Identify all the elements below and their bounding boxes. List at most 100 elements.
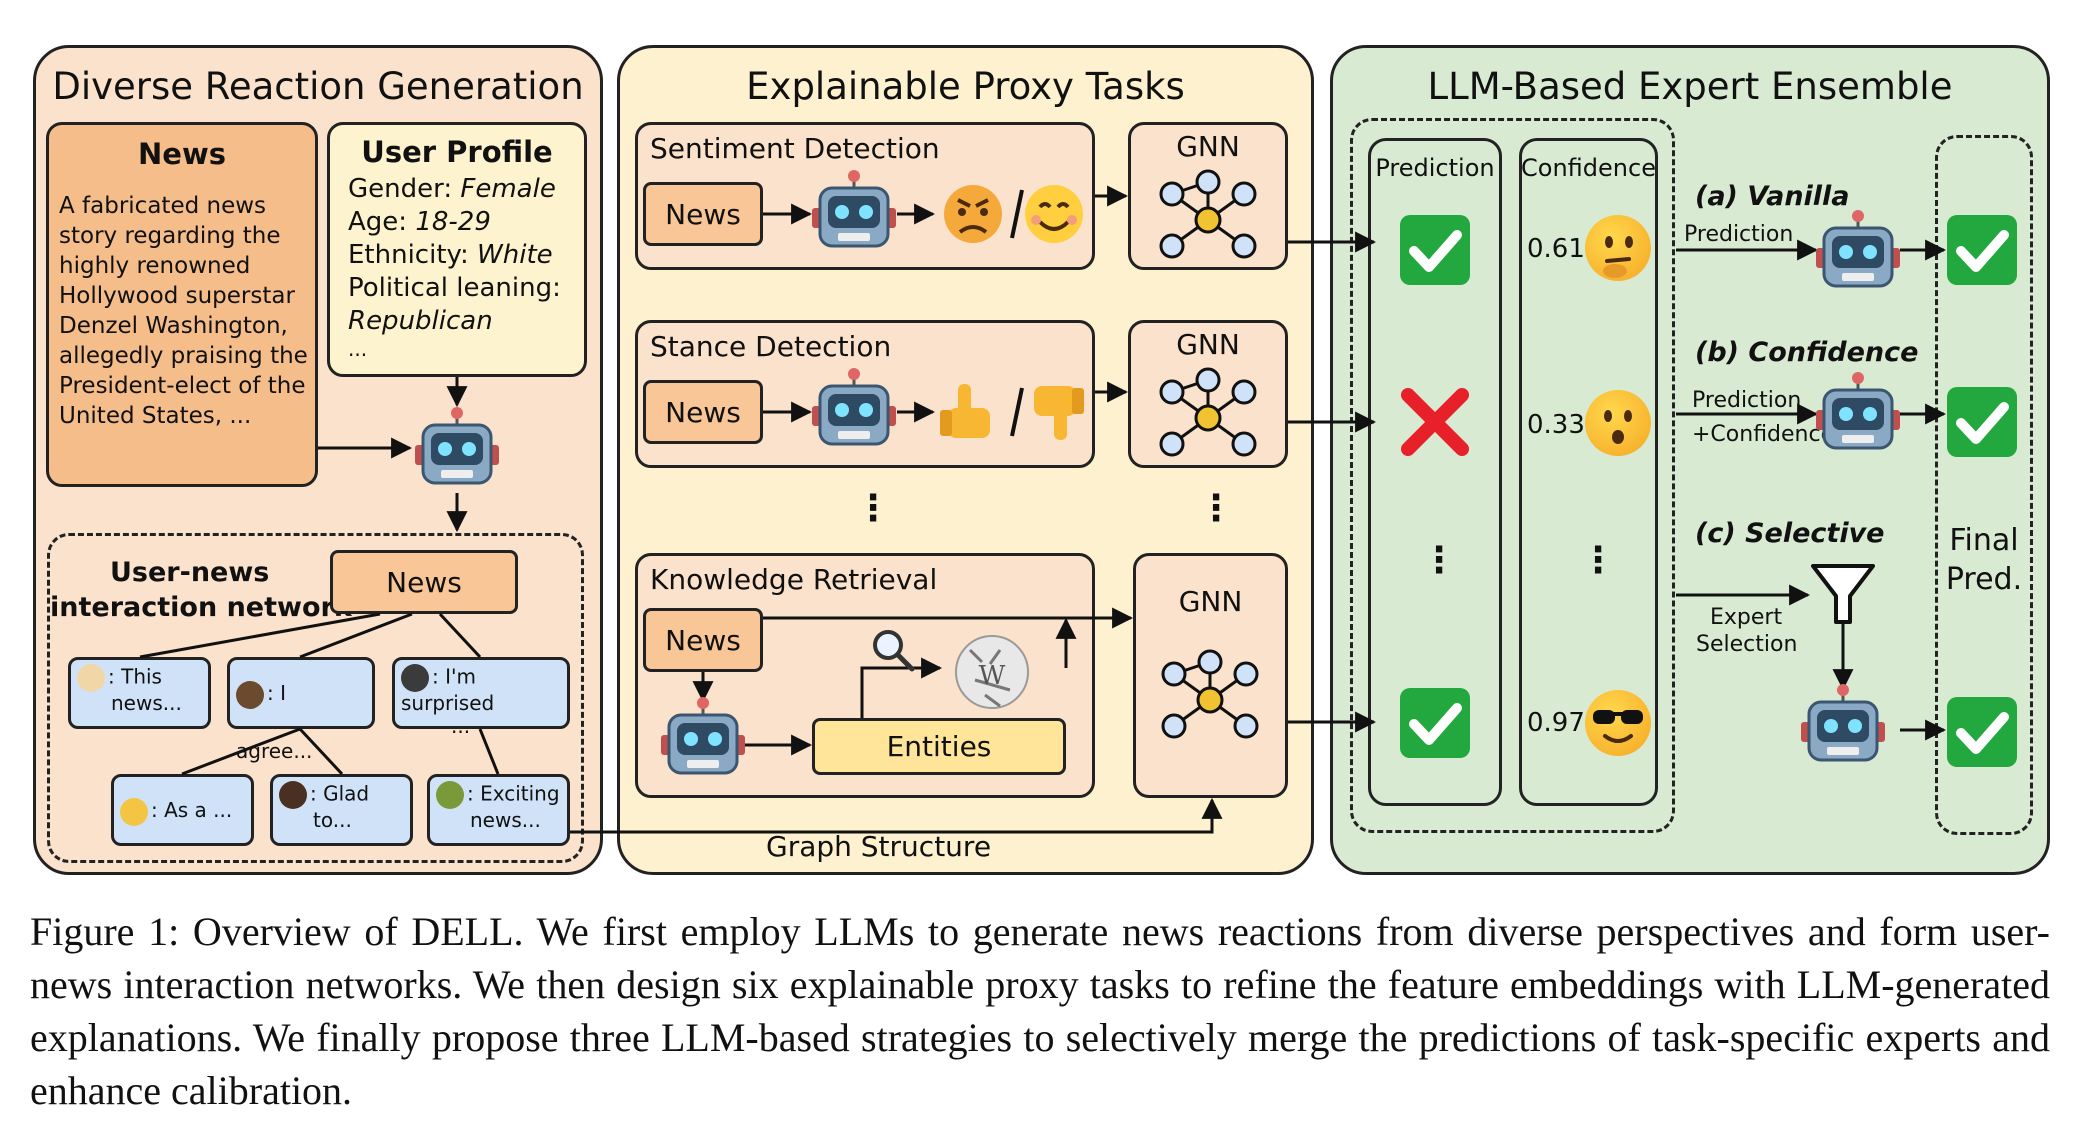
- confidence-header: Confidence: [1521, 154, 1656, 182]
- middle-panel-title: Explainable Proxy Tasks: [746, 65, 1185, 108]
- user-avatar-icon: [279, 781, 307, 809]
- thumbs-up-icon: [940, 384, 990, 438]
- slash-divider: [1010, 387, 1024, 437]
- smiling-face-icon: [1025, 185, 1083, 243]
- news-card-title: News: [138, 137, 226, 171]
- gnn-graph-icon: [1159, 169, 1257, 259]
- stance-news-node: News: [643, 380, 763, 444]
- ellipsis-prediction: ⋮: [1421, 540, 1457, 581]
- strategy-selective-arrow-text-1: Expert: [1710, 605, 1783, 630]
- gender-value: Female: [460, 174, 556, 204]
- check-icon: [1400, 215, 1470, 285]
- user-profile-title: User Profile: [361, 135, 553, 169]
- final-pred-line2: Pred.: [1945, 562, 2023, 597]
- entities-node: Entities: [812, 718, 1066, 775]
- user-avatar-icon: [236, 680, 264, 709]
- age-value: 18-29: [415, 207, 491, 237]
- check-icon: [1947, 697, 2017, 767]
- strategy-selective-label: (c) Selective: [1695, 518, 1885, 549]
- left-panel-title: Diverse Reaction Generation: [52, 65, 584, 108]
- angry-face-icon: [944, 185, 1002, 243]
- gnn-label-stance: GNN: [1176, 328, 1240, 361]
- user-node-6: : Exciting news...: [427, 774, 570, 846]
- check-icon: [1947, 215, 2017, 285]
- user-node-2: : I agree...: [227, 657, 375, 763]
- age-label: Age:: [348, 207, 408, 237]
- check-icon: [1400, 688, 1470, 758]
- ellipsis-middle-1: ⋮: [855, 488, 891, 529]
- sentiment-news-node: News: [643, 182, 763, 246]
- user-avatar-icon: [120, 797, 148, 826]
- network-label-line2: interaction network: [50, 592, 352, 623]
- ethnicity-label: Ethnicity:: [348, 240, 469, 270]
- robot-icon: [1814, 370, 1902, 450]
- user-avatar-icon: [436, 781, 464, 809]
- hushed-face-icon: [1585, 390, 1651, 456]
- gender-label: Gender:: [348, 174, 453, 204]
- confidence-column: [1519, 138, 1658, 806]
- user-node-3-text-2: ...: [451, 714, 471, 738]
- stance-task-title: Stance Detection: [650, 330, 892, 363]
- sunglasses-face-icon: [1585, 690, 1651, 756]
- strategy-vanilla-label: (a) Vanilla: [1695, 181, 1850, 212]
- right-panel-title: LLM-Based Expert Ensemble: [1427, 65, 1953, 108]
- network-news-node: News: [330, 550, 518, 614]
- user-node-3: : I'm surprised ...: [392, 657, 570, 738]
- robot-icon: [1799, 682, 1887, 762]
- prediction-column: [1368, 138, 1502, 806]
- prediction-header: Prediction: [1375, 154, 1495, 182]
- user-avatar-icon: [77, 664, 105, 692]
- filter-funnel-icon: [1811, 564, 1875, 624]
- confidence-value-3: 0.97: [1527, 708, 1585, 738]
- profile-fields: Gender: Female Age: 18-29 Ethnicity: Whi…: [348, 173, 561, 360]
- robot-icon: [659, 695, 747, 775]
- robot-icon: [810, 366, 898, 446]
- profile-more: ...: [348, 337, 368, 361]
- graph-structure-label: Graph Structure: [766, 830, 992, 863]
- cross-icon: [1400, 387, 1470, 457]
- user-node-6-text-2: news...: [470, 808, 541, 832]
- user-node-1-text-1: : This: [108, 664, 162, 689]
- user-profile-card: User Profile Gender: Female Age: 18-29 E…: [327, 122, 587, 377]
- interaction-network-region: [47, 533, 584, 863]
- user-node-3-text-1: : I'm surprised: [401, 664, 495, 715]
- ellipsis-middle-2: ⋮: [1198, 488, 1234, 529]
- gnn-label-sentiment: GNN: [1176, 130, 1240, 163]
- final-pred-line1: Final: [1949, 523, 2019, 558]
- robot-icon: [810, 168, 898, 248]
- strategy-confidence-arrow-text-2: +Confidence: [1692, 422, 1835, 447]
- user-node-5-text-1: : Glad: [310, 781, 370, 806]
- wikipedia-globe-icon: W: [955, 635, 1029, 709]
- ethnicity-value: White: [477, 240, 553, 270]
- final-prediction-region: [1935, 135, 2033, 835]
- news-card-text: A fabricated news story regarding the hi…: [59, 193, 308, 429]
- check-icon: [1947, 387, 2017, 457]
- strategy-confidence-label: (b) Confidence: [1695, 337, 1919, 368]
- gnn-graph-icon: [1161, 649, 1259, 739]
- strategy-vanilla-arrow-text: Prediction: [1684, 222, 1794, 247]
- sentiment-task-title: Sentiment Detection: [650, 132, 940, 165]
- slash-divider: [1010, 189, 1024, 239]
- confidence-value-2: 0.33: [1527, 410, 1585, 440]
- user-node-6-text-1: : Exciting: [467, 781, 560, 806]
- user-node-4-text-1: : As a ...: [151, 798, 233, 822]
- magnifier-icon: [873, 630, 915, 672]
- ellipsis-confidence: ⋮: [1580, 540, 1616, 581]
- figure-caption-text: Figure 1: Overview of DELL. We first emp…: [30, 909, 2050, 1113]
- robot-icon: [1814, 208, 1902, 288]
- confidence-value-1: 0.61: [1527, 234, 1585, 264]
- experts-region: [1350, 118, 1675, 833]
- knowledge-news-node: News: [643, 608, 763, 672]
- user-node-1-text-2: news...: [111, 691, 182, 715]
- user-node-5-text-2: to...: [313, 808, 352, 832]
- knowledge-task-title: Knowledge Retrieval: [650, 563, 938, 596]
- strategy-confidence-arrow-text-1: Prediction: [1692, 388, 1802, 413]
- network-label-line1: User-news: [110, 557, 270, 588]
- robot-icon: [413, 405, 501, 485]
- political-label: Political leaning:: [348, 273, 561, 303]
- thumbs-down-icon: [1034, 386, 1084, 440]
- figure-caption: Figure 1: Overview of DELL. We first emp…: [30, 905, 2050, 1117]
- user-node-2-text-1: : I agree...: [236, 681, 313, 763]
- strategy-selective-arrow-text-2: Selection: [1696, 632, 1798, 657]
- gnn-label-knowledge: GNN: [1178, 585, 1243, 618]
